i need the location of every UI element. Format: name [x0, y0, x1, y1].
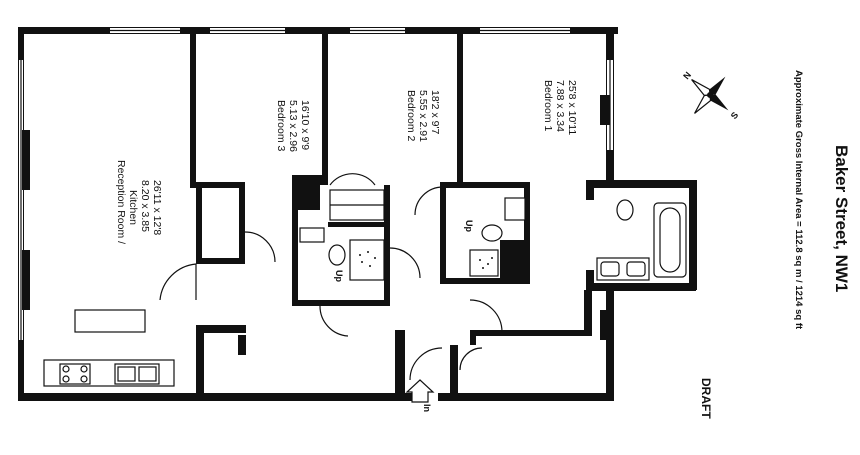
bedroom3-imperial: 16'10 x 9'9	[299, 100, 311, 150]
basin-icon	[299, 227, 325, 243]
interior-walls	[190, 33, 592, 400]
bedroom2-metric: 5.55 x 2.91	[417, 90, 429, 142]
area-text: Approximate Gross Internal Area = 112.8 …	[793, 70, 804, 330]
shower-icon	[349, 239, 385, 281]
hob-icon	[59, 363, 91, 385]
reception-metric: 8.20 x 3.85	[139, 180, 151, 232]
label-bedroom1: Bedroom 1 7.88 x 3.34 25'8 x 10'11	[542, 80, 578, 135]
fixtures	[43, 189, 687, 387]
windows	[19, 28, 613, 340]
bedroom1-name: Bedroom 1	[542, 80, 554, 132]
toilet-icon	[616, 199, 634, 221]
compass-s: S	[729, 110, 741, 121]
doors	[159, 173, 503, 381]
reception-imperial: 26'11 x 12'8	[151, 180, 163, 235]
compass-n: N	[681, 70, 693, 81]
bedroom3-metric: 5.13 x 2.96	[287, 100, 299, 152]
entrance-label: In	[422, 404, 432, 412]
stairs-up-label-2: Up	[464, 220, 474, 232]
label-bedroom2: Bedroom 2 5.55 x 2.91 18'2 x 9'7	[405, 90, 441, 142]
kitchen-sink-icon	[114, 363, 160, 385]
label-bedroom3: Bedroom 3 5.13 x 2.96 16'10 x 9'9	[275, 100, 311, 152]
double-basin-icon	[596, 257, 650, 281]
bedroom1-imperial: 25'8 x 10'11	[566, 80, 578, 135]
bedroom2-name: Bedroom 2	[405, 90, 417, 142]
entrance-arrow-icon	[405, 379, 435, 403]
reception-name-2: Kitchen	[127, 190, 139, 225]
toilet-icon	[328, 244, 346, 266]
stairs-up-label-1: Up	[334, 270, 344, 282]
label-reception: Reception Room / Kitchen 8.20 x 3.85 26'…	[115, 160, 163, 244]
reception-name-1: Reception Room /	[115, 160, 127, 244]
bedroom2-imperial: 18'2 x 9'7	[429, 90, 441, 134]
bedroom3-name: Bedroom 3	[275, 100, 287, 152]
toilet-icon	[481, 224, 503, 242]
draft-label: DRAFT	[699, 378, 713, 419]
bedroom1-metric: 7.88 x 3.34	[554, 80, 566, 132]
kitchen-island	[74, 309, 146, 333]
property-title: Baker Street, NW1	[832, 145, 851, 292]
basin-icon	[504, 197, 526, 221]
bathtub-icon	[653, 202, 687, 278]
shower-icon	[469, 249, 499, 277]
compass-icon: N S	[681, 70, 741, 121]
